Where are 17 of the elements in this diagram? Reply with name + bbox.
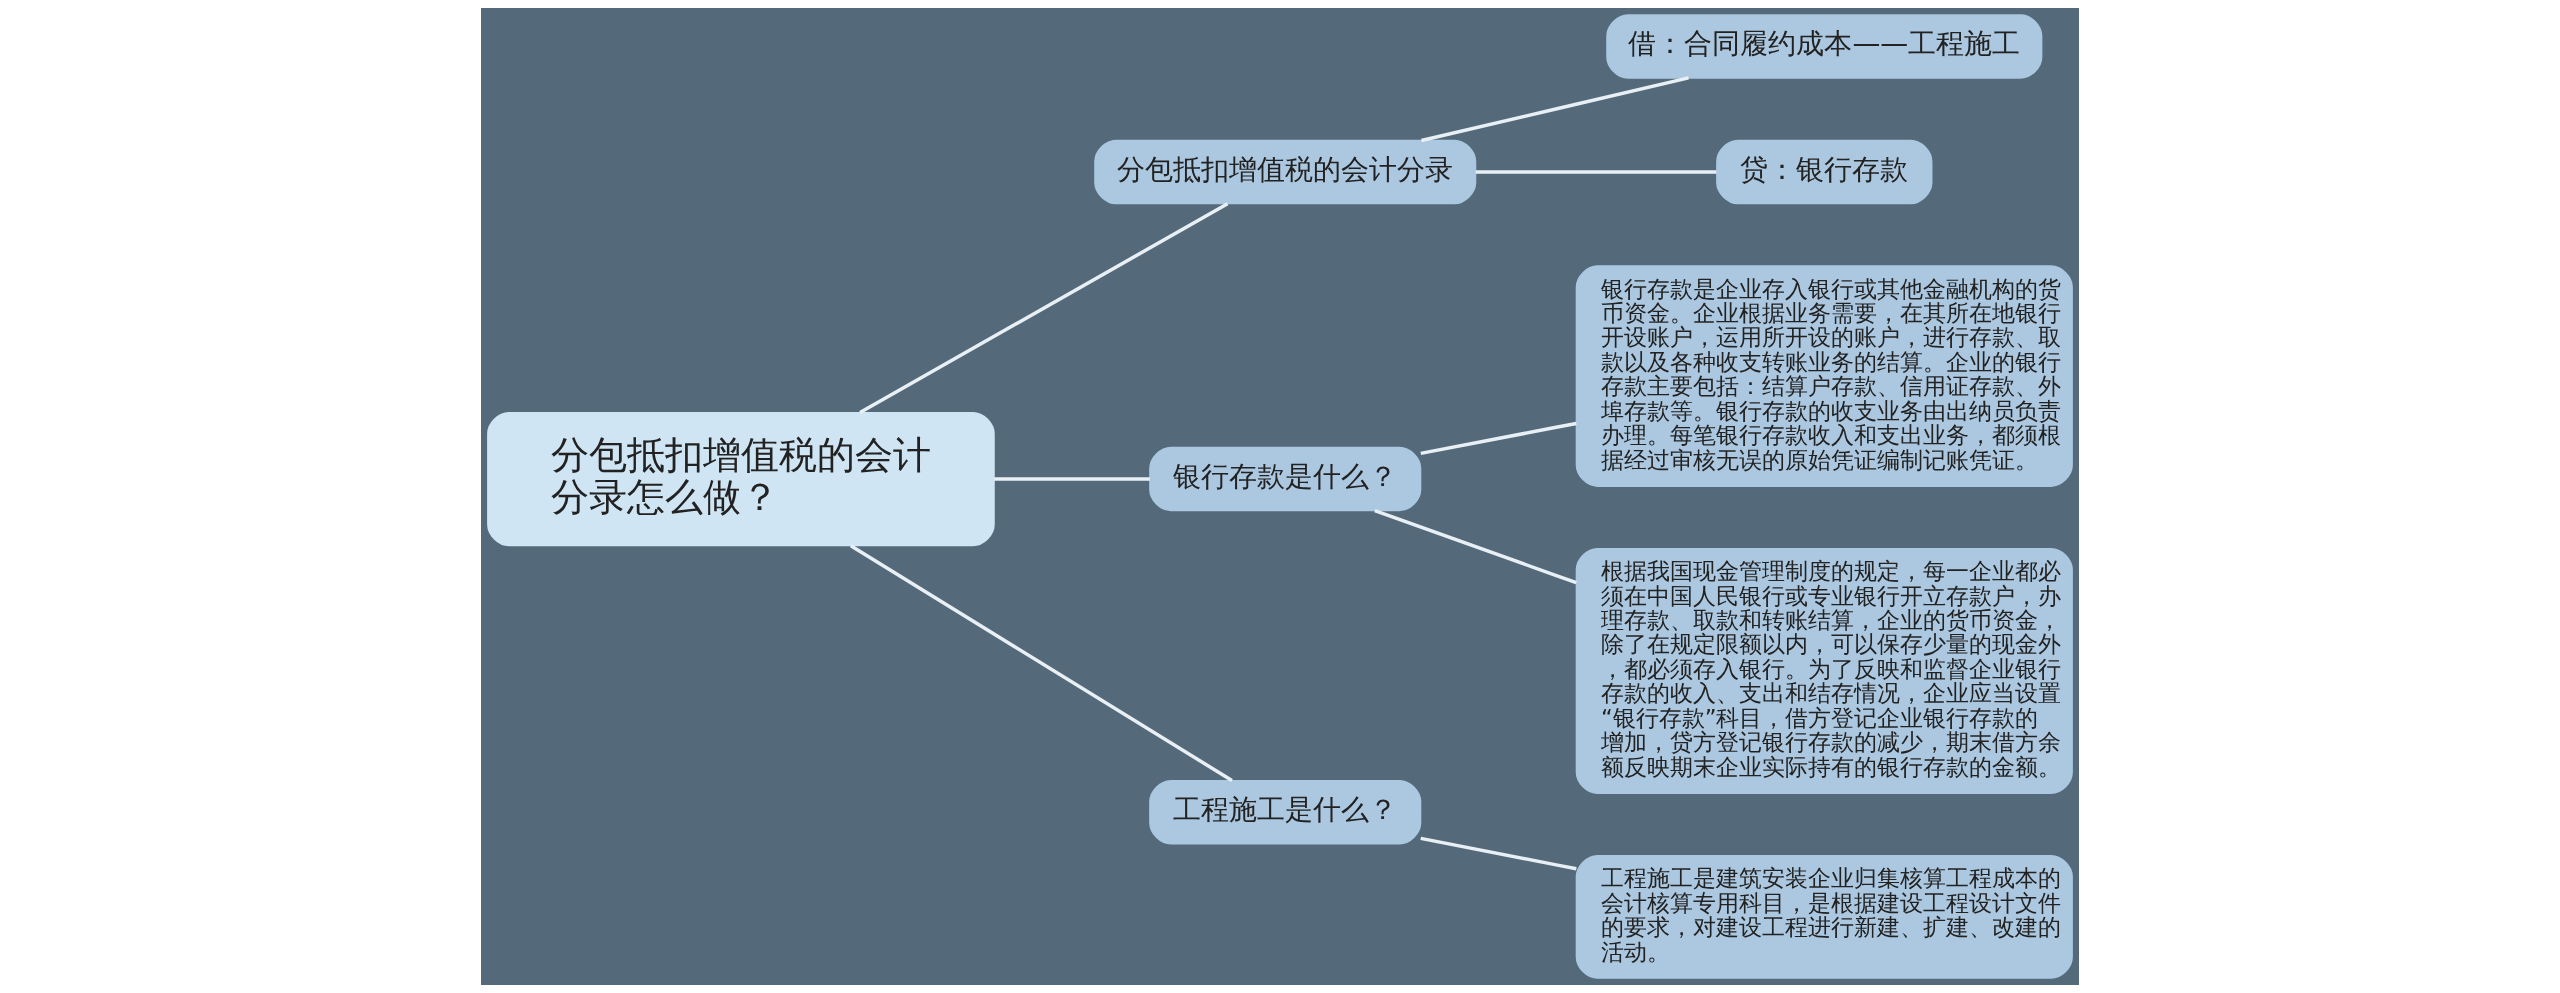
node-box: 根据我国现金管理制度的规定，每一企业都必须在中国人民银行或专业银行开立存款户，办理存款、取款和转账结算，企业的货币资金，除了在规定限额以内，可以保存少量的现金外，都必须存入银行。为了反映和监督企业银行存款的收入、支出和结存情况，企业应当设置“银行存款”科目，借方登记企业银行存款的增加，贷方登记银行存款的减少，期末借方余额反映期末企业实际持有的银行存款的金额。 bbox=[1575, 547, 2073, 794]
node-box: 分包抵扣增值税的会计分录怎么做？ bbox=[487, 411, 995, 547]
node-box: 借：合同履约成本——工程施工 bbox=[1606, 14, 2043, 79]
node-box: 贷：银行存款 bbox=[1716, 139, 1933, 205]
node-box: 银行存款是什么？ bbox=[1149, 446, 1422, 512]
connector bbox=[994, 477, 1150, 481]
connector bbox=[849, 544, 1233, 782]
node-box: 分包抵扣增值税的会计分录 bbox=[1094, 139, 1477, 205]
connector bbox=[1374, 508, 1577, 585]
connector bbox=[1420, 421, 1577, 456]
node-box: 工程施工是什么？ bbox=[1149, 780, 1422, 845]
node-box: 银行存款是企业存入银行或其他金融机构的货币资金。企业根据业务需要，在其所在地银行开设账户，运用所开设的账户，进行存款、取款以及各种收支转账业务的结算。企业的银行存款主要包括：结算户存款、信用证存款、外埠存款等。银行存款的收支业务由出纳员负责办理。每笔银行存款收入和支出业务，都须根据经过审核无误的原始凭证编制记账凭证。 bbox=[1575, 265, 2073, 487]
node-box: 工程施工是建筑安装企业归集核算工程成本的会计核算专用科目，是根据建设工程设计文件的要求，对建设工程进行新建、扩建、改建的活动。 bbox=[1575, 855, 2073, 979]
connector bbox=[1475, 170, 1717, 174]
connector bbox=[859, 202, 1229, 414]
connector bbox=[1421, 76, 1689, 143]
connector bbox=[1420, 836, 1577, 871]
